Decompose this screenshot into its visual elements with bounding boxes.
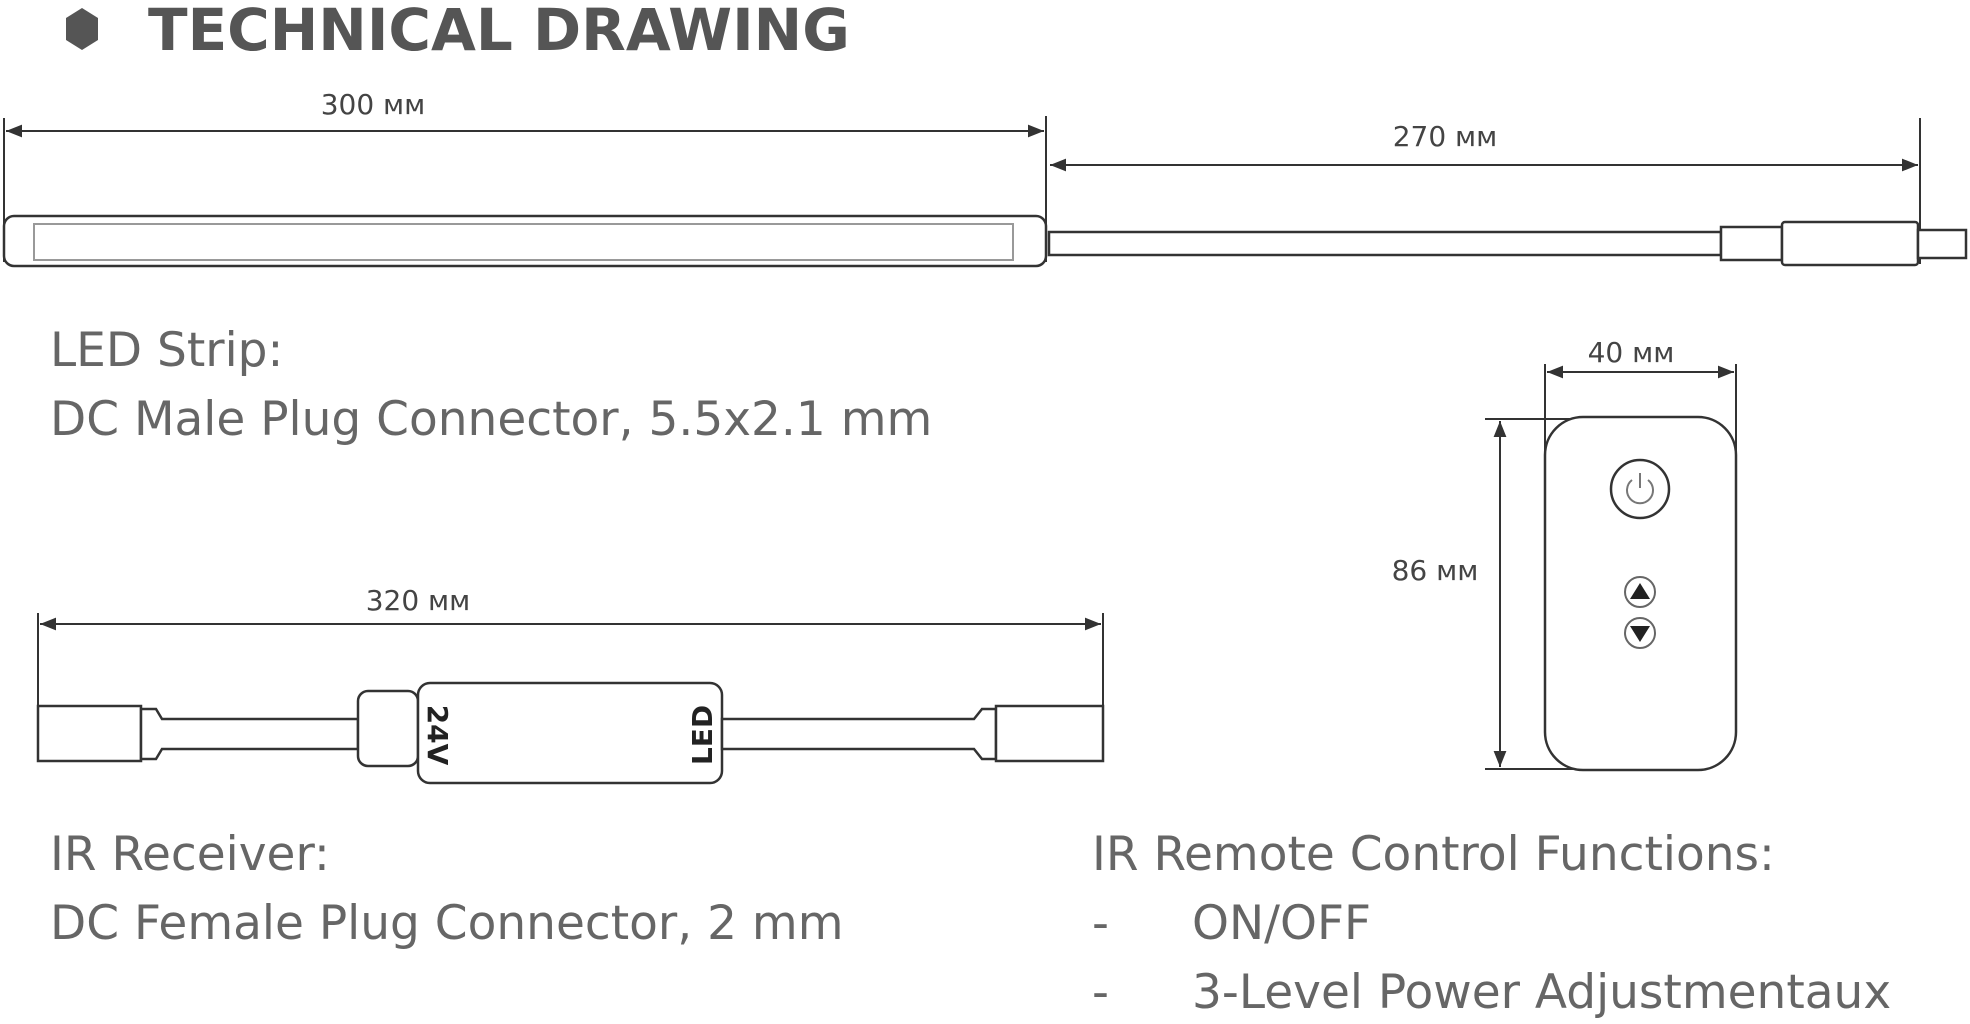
led-strip-drawing: 300 мм 270 мм [2, 88, 1968, 268]
function-item: ON/OFF [1192, 896, 1371, 951]
cable [1047, 230, 1723, 257]
function-bullet: - [1092, 965, 1109, 1020]
remote-functions-title: IR Remote Control Functions: [1092, 827, 1775, 882]
right-plug [994, 704, 1105, 763]
ir-receiver-description: DC Female Plug Connector, 2 mm [50, 896, 844, 951]
function-bullet: - [1092, 896, 1109, 951]
dimension-label-300: 300 мм [321, 88, 426, 121]
receiver-body [416, 681, 724, 785]
page-title: TECHNICAL DRAWING [148, 0, 850, 64]
plug-collar [1719, 225, 1784, 262]
output-label: LED [686, 705, 719, 765]
arrow-down-icon [1624, 617, 1656, 649]
plug-body [1780, 220, 1920, 267]
function-item: 3-Level Power Adjustmentaux [1192, 965, 1891, 1020]
led-strip-diffuser [33, 223, 1014, 261]
led-strip-title: LED Strip: [50, 323, 283, 378]
left-plug [36, 704, 143, 763]
remote-drawing: 40 мм 86 мм [1392, 336, 1738, 772]
dimension-label-86: 86 мм [1392, 554, 1479, 587]
dimension-label-40: 40 мм [1588, 336, 1675, 369]
receiver-collar [356, 689, 420, 768]
power-icon [1609, 458, 1671, 520]
led-strip-description: DC Male Plug Connector, 5.5x2.1 mm [50, 392, 932, 447]
arrow-up-icon [1624, 576, 1656, 608]
ir-receiver-drawing: 320 мм 24V LED [36, 584, 1105, 785]
dimension-label-320: 320 мм [366, 584, 471, 617]
hexagon-icon [66, 8, 98, 50]
ir-receiver-title: IR Receiver: [50, 827, 330, 882]
input-label: 24V [421, 705, 454, 766]
dimension-label-270: 270 мм [1393, 120, 1498, 153]
plug-tip [1916, 228, 1968, 260]
